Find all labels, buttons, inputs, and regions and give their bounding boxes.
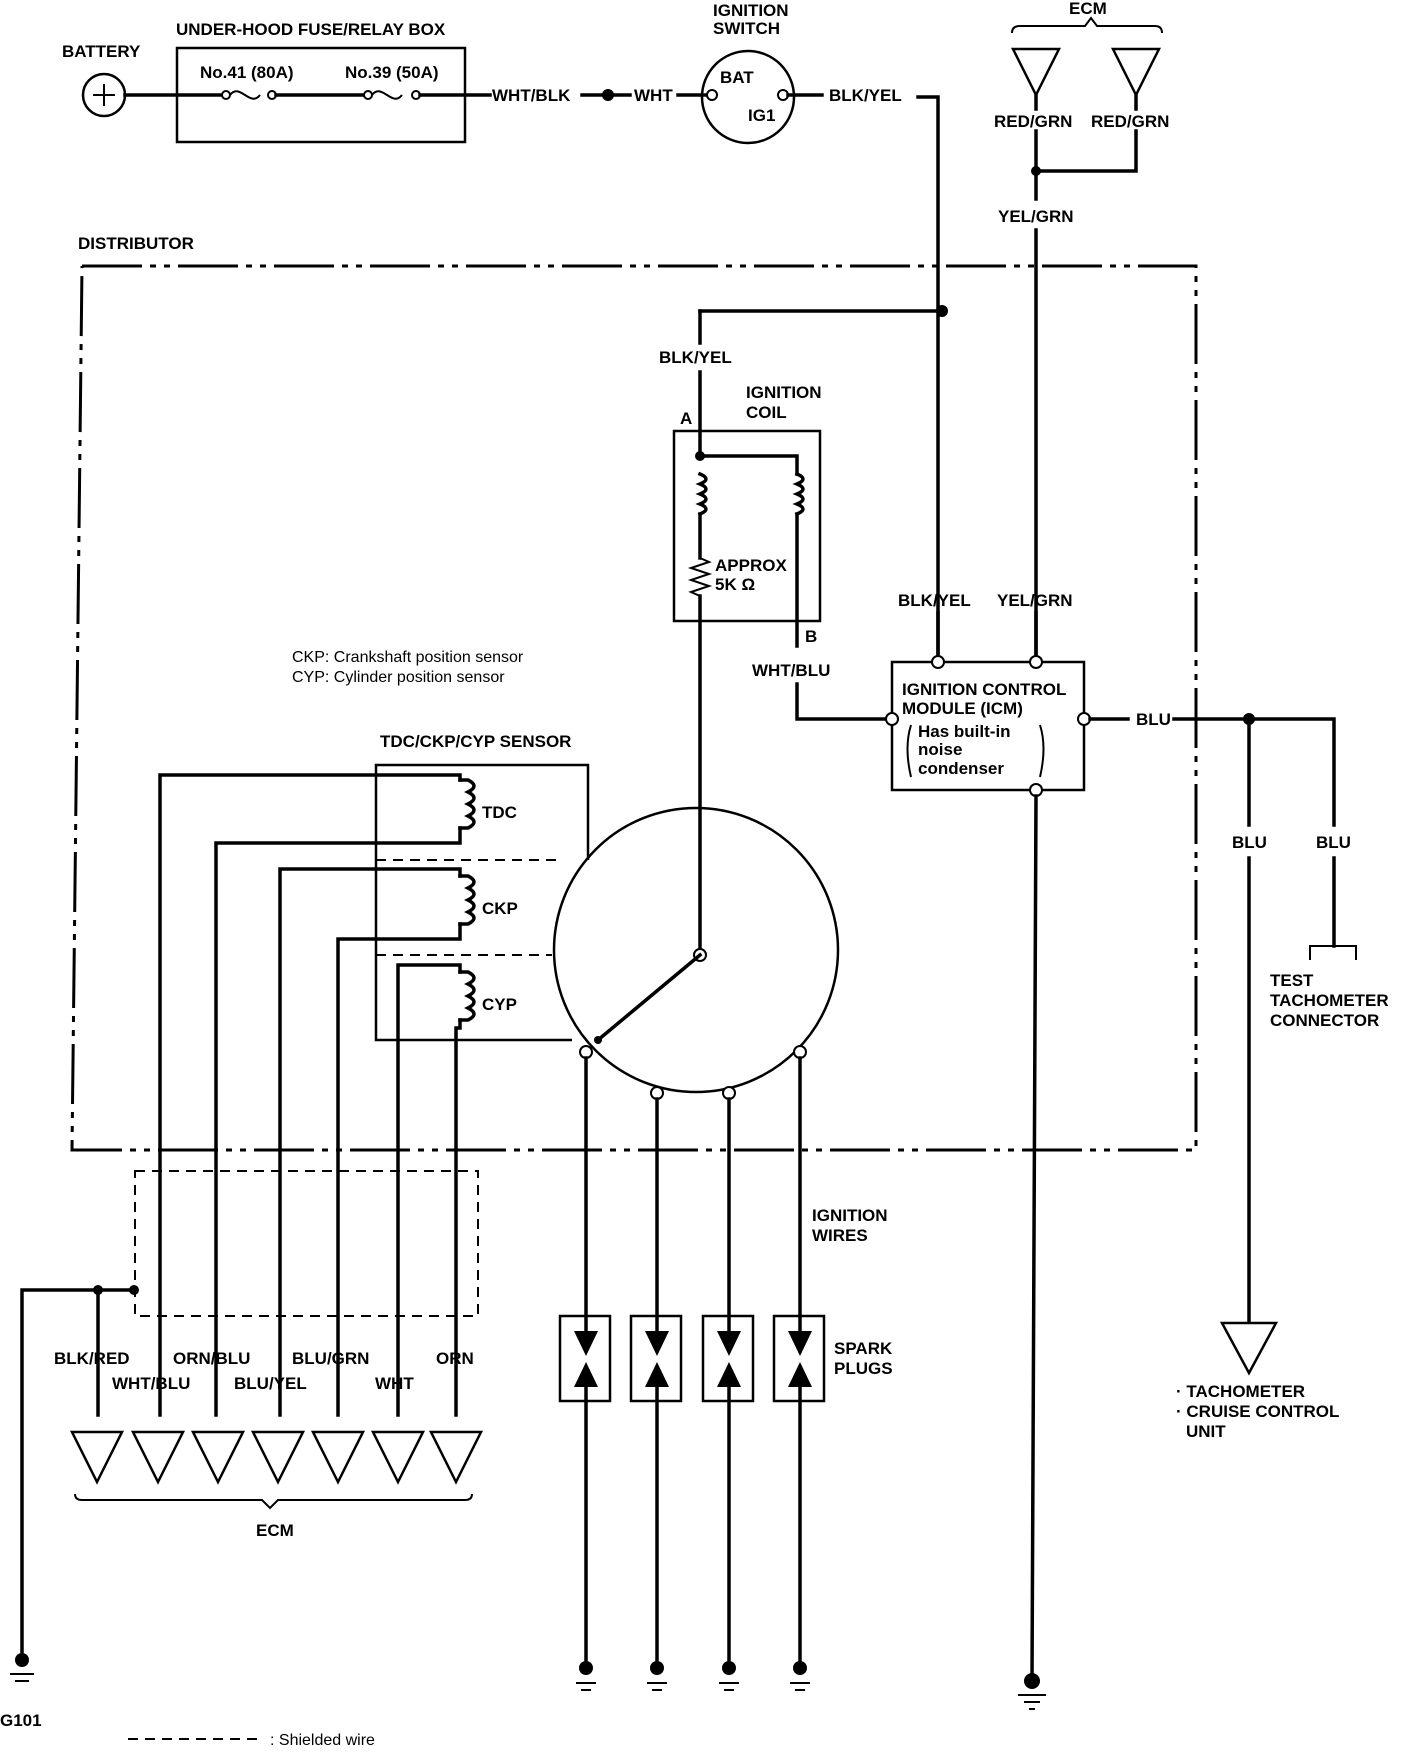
shielded-wire-legend-label: : Shielded wire bbox=[270, 1732, 375, 1749]
ecm-top-terminal-2 bbox=[1110, 47, 1162, 98]
blu-left-label: BLU bbox=[1232, 833, 1267, 852]
ecm-bottom-label: ECM bbox=[256, 1521, 294, 1540]
tdc-label: TDC bbox=[482, 803, 517, 822]
ecm-terminal-orn-blu bbox=[190, 1430, 246, 1485]
approx-label-2: 5K Ω bbox=[715, 575, 755, 594]
ignition-switch-label-1: IGNITION bbox=[713, 1, 789, 20]
wht-label: WHT bbox=[634, 86, 673, 105]
ckp-coil bbox=[458, 874, 476, 926]
coil-terminal-b: B bbox=[805, 627, 817, 646]
test-label-2: TACHOMETER bbox=[1270, 991, 1389, 1010]
cyp-coil bbox=[458, 970, 476, 1022]
orn-label: ORN bbox=[436, 1349, 474, 1368]
wht-ecm-label: WHT bbox=[375, 1374, 414, 1393]
wht-blk-label: WHT/BLK bbox=[492, 86, 571, 105]
distributor-label: DISTRIBUTOR bbox=[78, 234, 194, 253]
blu-grn-label: BLU/GRN bbox=[292, 1349, 369, 1368]
tach-label-3: UNIT bbox=[1186, 1422, 1226, 1441]
approx-label-1: APPROX bbox=[715, 556, 787, 575]
battery-label: BATTERY bbox=[62, 42, 141, 61]
icm-label-5: condenser bbox=[918, 759, 1004, 778]
battery bbox=[81, 72, 127, 118]
test-tachometer-connector bbox=[1309, 945, 1357, 960]
ecm-terminal-blk-red bbox=[69, 1430, 125, 1485]
ignition-wires-label-2: WIRES bbox=[812, 1226, 868, 1245]
distributor-rotor bbox=[552, 806, 840, 1094]
sensor-title-label: TDC/CKP/CYP SENSOR bbox=[380, 732, 571, 751]
orn-blu-label: ORN/BLU bbox=[173, 1349, 250, 1368]
ecm-terminal-blu-yel bbox=[250, 1430, 306, 1485]
yel-grn-icm-label: YEL/GRN bbox=[997, 591, 1073, 610]
ignition-switch-label-2: SWITCH bbox=[713, 19, 780, 38]
spark-plug-3 bbox=[701, 1086, 755, 1691]
ecm-top-label: ECM bbox=[1069, 0, 1107, 18]
cyp-label: CYP bbox=[482, 995, 517, 1014]
blu-yel-label: BLU/YEL bbox=[234, 1374, 307, 1393]
spark-plug-1 bbox=[558, 1045, 612, 1691]
spark-plugs-label-1: SPARK bbox=[834, 1339, 893, 1358]
spark-plugs-label-2: PLUGS bbox=[834, 1359, 893, 1378]
ignition-switch bbox=[700, 49, 796, 145]
g101-ground-symbol bbox=[10, 1653, 34, 1682]
blu-main-label: BLU bbox=[1136, 710, 1171, 729]
test-label-3: CONNECTOR bbox=[1270, 1011, 1379, 1030]
icm-ground-symbol bbox=[1018, 1694, 1046, 1710]
ckp-label: CKP bbox=[482, 899, 518, 918]
fuse-box-label: UNDER-HOOD FUSE/RELAY BOX bbox=[176, 20, 446, 39]
bat-terminal-label: BAT bbox=[720, 68, 754, 87]
tachometer-terminal bbox=[1219, 1321, 1279, 1376]
blu-right-label: BLU bbox=[1316, 833, 1351, 852]
ecm-terminal-blu-grn bbox=[310, 1430, 366, 1485]
tach-label-2: · CRUISE CONTROL bbox=[1176, 1402, 1339, 1421]
ig1-terminal-label: IG1 bbox=[748, 106, 775, 125]
red-grn-label-2: RED/GRN bbox=[1091, 112, 1169, 131]
resistor-5k bbox=[687, 557, 713, 597]
sensor-housing bbox=[374, 763, 590, 1042]
coil-terminal-a: A bbox=[680, 409, 692, 428]
ecm-terminal-wht bbox=[370, 1430, 426, 1485]
test-label-1: TEST bbox=[1270, 971, 1314, 990]
primary-winding bbox=[695, 471, 708, 517]
yel-grn-top-label: YEL/GRN bbox=[998, 207, 1074, 226]
fuse-39 bbox=[363, 90, 421, 100]
fuse-39-label: No.39 (50A) bbox=[345, 63, 439, 82]
tach-label-1: · TACHOMETER bbox=[1176, 1382, 1305, 1401]
ecm-terminal-wht-blu bbox=[130, 1430, 186, 1485]
spark-plug-4 bbox=[772, 1045, 826, 1691]
secondary-winding bbox=[792, 471, 805, 517]
red-grn-label-1: RED/GRN bbox=[994, 112, 1072, 131]
fuse-41-label: No.41 (80A) bbox=[200, 63, 294, 82]
ckp-definition: CKP: Crankshaft position sensor bbox=[292, 649, 524, 666]
spark-plug-2 bbox=[629, 1086, 683, 1691]
icm-label-1: IGNITION CONTROL bbox=[902, 680, 1066, 699]
icm-label-3: Has built-in bbox=[918, 722, 1011, 741]
ignition-coil bbox=[672, 429, 822, 623]
fuse-41 bbox=[221, 90, 277, 100]
ecm-top-terminal-1 bbox=[1010, 47, 1062, 98]
ecm-terminal-orn bbox=[428, 1430, 484, 1485]
ignition-wires-label-1: IGNITION bbox=[812, 1206, 888, 1225]
wht-blu-label: WHT/BLU bbox=[752, 661, 830, 680]
tdc-coil bbox=[458, 778, 476, 830]
distributor-boundary bbox=[70, 264, 1198, 1152]
ignition-coil-label-2: COIL bbox=[746, 403, 787, 422]
blk-yel-icm-label: BLK/YEL bbox=[898, 591, 971, 610]
blk-yel-coil-label: BLK/YEL bbox=[659, 348, 732, 367]
icm-label-2: MODULE (ICM) bbox=[902, 699, 1023, 718]
wht-blu-ecm-label: WHT/BLU bbox=[112, 1374, 190, 1393]
icm-label-4: noise bbox=[918, 740, 962, 759]
ignition-coil-label-1: IGNITION bbox=[746, 383, 822, 402]
blk-red-label: BLK/RED bbox=[54, 1349, 130, 1368]
g101-label: G101 bbox=[0, 1711, 42, 1730]
cyp-definition: CYP: Cylinder position sensor bbox=[292, 669, 505, 686]
blk-yel-top-label: BLK/YEL bbox=[829, 86, 902, 105]
shield-box bbox=[134, 1170, 479, 1317]
